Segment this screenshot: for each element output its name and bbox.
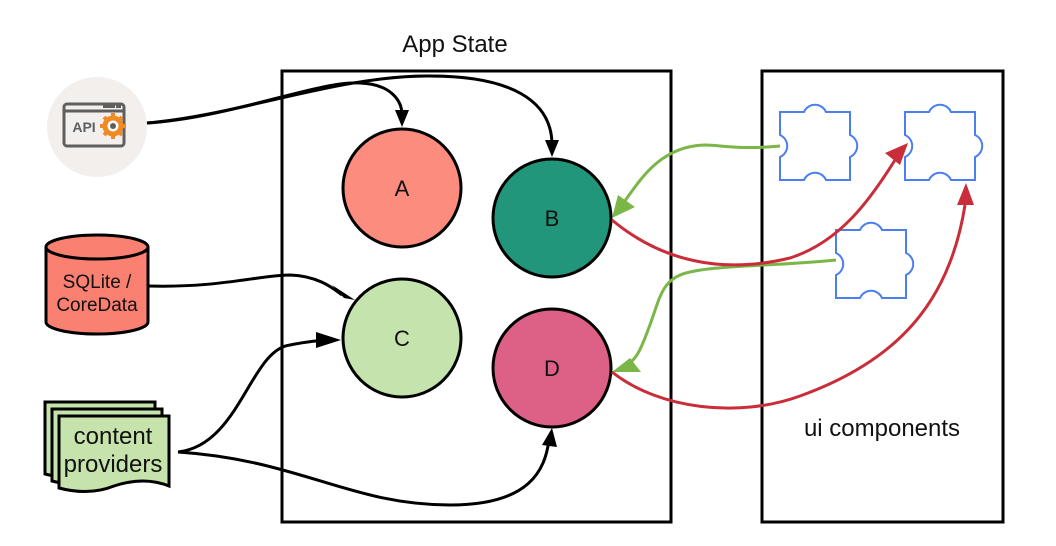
state-node-d-label: D [544, 356, 560, 381]
edge-providers-to-d [177, 439, 551, 507]
arrowhead-green-d [612, 358, 641, 372]
app-state-label: App State [402, 31, 507, 58]
api-label: API [72, 119, 95, 135]
document-stack-front [57, 414, 171, 493]
arrowhead-c-top [332, 285, 355, 300]
content-providers-source: content providers [43, 400, 171, 493]
api-background-circle [47, 77, 147, 177]
state-node-b-label: B [545, 206, 560, 231]
state-node-d[interactable]: D [491, 307, 613, 429]
state-node-a-label: A [395, 176, 410, 201]
edge-api-to-b [146, 74, 554, 146]
puzzle-piece-icon[interactable] [835, 221, 915, 299]
arrowhead-a [395, 110, 409, 127]
state-node-c-label: C [394, 326, 410, 351]
edge-db-to-c [147, 273, 343, 297]
arrowhead-red-p2-bottom [957, 183, 974, 205]
edge-providers-to-c [177, 338, 334, 454]
api-source: API [47, 77, 147, 177]
api-gear-icon [62, 102, 126, 148]
puzzle-piece-icon[interactable] [779, 103, 859, 181]
arrowhead-d [542, 428, 557, 447]
content-providers-line2: providers [64, 451, 163, 478]
database-source: SQLite / CoreData [44, 233, 150, 336]
arrowhead-c-left [316, 332, 341, 348]
database-label-line2: CoreData [56, 295, 138, 316]
edge-component-to-d [621, 258, 837, 370]
state-node-b[interactable]: B [491, 157, 613, 279]
app-state-box [280, 69, 673, 524]
arrowhead-red-p2-top [885, 143, 908, 165]
edge-b-to-component [611, 159, 897, 267]
puzzle-piece-icon[interactable] [904, 103, 984, 181]
state-node-c[interactable]: C [341, 277, 463, 399]
content-providers-line1: content [74, 423, 153, 450]
database-label-line1: SQLite / [63, 272, 132, 293]
ui-components-label: ui components [804, 415, 960, 442]
edge-component-to-b [620, 143, 781, 206]
edge-d-to-component [611, 204, 967, 410]
ui-components-box [760, 69, 1005, 524]
arrowhead-green-b [612, 195, 635, 218]
state-node-a[interactable]: A [341, 127, 463, 249]
arrowhead-b [545, 140, 559, 157]
database-cylinder-icon [44, 247, 150, 336]
